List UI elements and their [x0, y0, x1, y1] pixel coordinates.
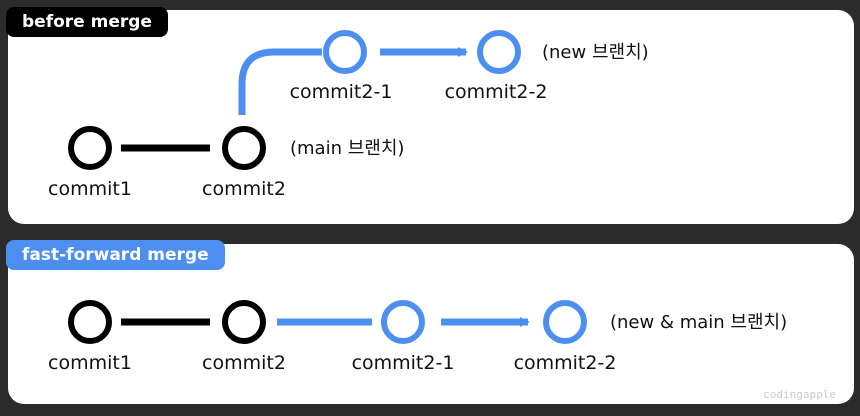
- before-commit2-2-label: commit2-2: [445, 81, 548, 103]
- ff-commit2-1-node: [381, 300, 425, 344]
- before-main-branch-label: (main 브랜치): [290, 138, 404, 159]
- before-commit2-node: [222, 126, 266, 170]
- before-merge-panel: [8, 10, 854, 224]
- before-commit2-1-node: [323, 30, 367, 74]
- before-commit2-label: commit2: [202, 178, 286, 200]
- before-new-branch-label: (new 브랜치): [542, 42, 649, 63]
- before-branch-edge: [238, 48, 322, 115]
- ff-branch-label: (new & main 브랜치): [610, 312, 787, 333]
- watermark: codingapple: [763, 388, 836, 401]
- before-commit2-1-label: commit2-1: [290, 81, 393, 103]
- ff-commit2-2-node: [543, 300, 587, 344]
- ff-commit1-label: commit1: [48, 352, 132, 374]
- ff-commit2-1-label: commit2-1: [352, 352, 455, 374]
- before-commit1-label: commit1: [48, 178, 132, 200]
- ff-commit2-label: commit2: [202, 352, 286, 374]
- fast-forward-merge-title: fast-forward merge: [6, 240, 225, 270]
- ff-commit2-node: [222, 300, 266, 344]
- ff-commit2-2-label: commit2-2: [514, 352, 617, 374]
- before-commit1-node: [68, 126, 112, 170]
- ff-commit1-node: [68, 300, 112, 344]
- before-merge-title: before merge: [6, 7, 168, 37]
- before-commit2-2-node: [477, 30, 521, 74]
